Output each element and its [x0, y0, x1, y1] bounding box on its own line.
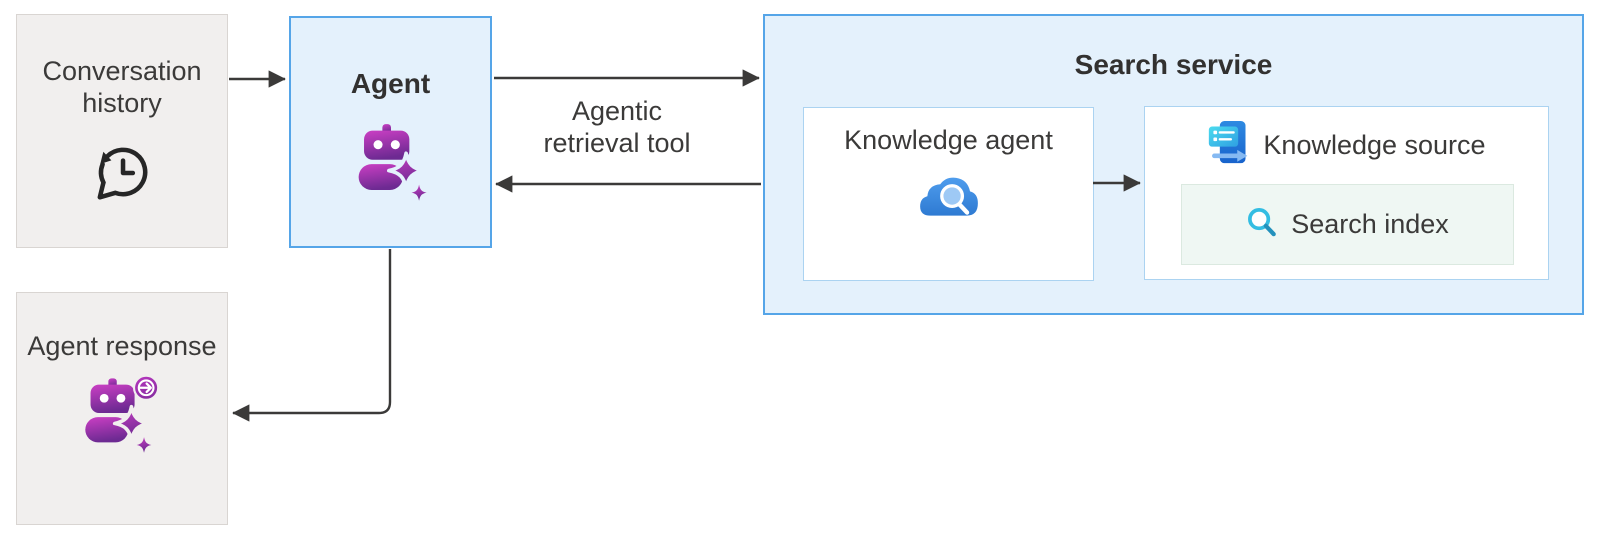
chat-history-icon — [89, 140, 155, 209]
agent-sparkle-icon — [350, 124, 432, 207]
edge-agent-to-agent-response — [232, 249, 392, 422]
search-magnifier-icon — [1246, 206, 1279, 244]
agent-node: Agent — [289, 16, 492, 248]
knowledge-source-node: Knowledge source Search index — [1144, 106, 1549, 280]
conversation-history-node: Conversation history — [16, 14, 228, 248]
cloud-search-icon — [916, 170, 982, 225]
search-index-label: Search index — [1291, 209, 1449, 240]
search-service-container: Search service Knowledge agent — [763, 14, 1584, 315]
knowledge-agent-node: Knowledge agent — [803, 107, 1094, 281]
agent-label: Agent — [350, 68, 431, 99]
agent-response-icon — [79, 374, 165, 459]
search-index-node: Search index — [1181, 184, 1514, 265]
knowledge-source-header: Knowledge source — [1207, 119, 1486, 172]
knowledge-source-icon — [1207, 119, 1251, 172]
knowledge-source-label: Knowledge source — [1263, 130, 1486, 161]
conversation-history-label: Conversation history — [42, 56, 202, 119]
agent-response-label: Agent response — [27, 331, 217, 361]
agentic-retrieval-tool-label: Agentic retrieval tool — [543, 96, 691, 159]
search-service-title: Search service — [1074, 49, 1273, 80]
agent-response-node: Agent response — [16, 292, 228, 525]
knowledge-agent-label: Knowledge agent — [844, 125, 1053, 155]
